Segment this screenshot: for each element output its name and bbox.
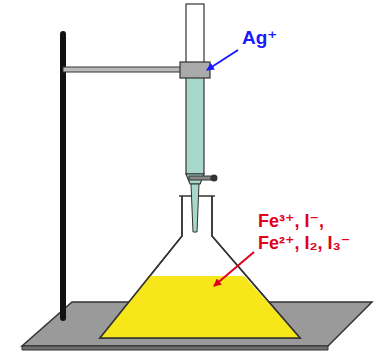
solution-label: Fe³⁺, I⁻, <box>258 212 324 232</box>
solution-label: Fe²⁺, I₂, I₃⁻ <box>258 234 350 254</box>
leader-arrow <box>214 252 254 286</box>
stand-rod <box>60 34 66 318</box>
reagent-label: Ag⁺ <box>242 28 277 49</box>
burette-liquid <box>186 76 204 174</box>
burette-tip <box>191 184 199 232</box>
flask-solution <box>100 276 300 338</box>
base-edge <box>22 346 328 350</box>
clamp-arm <box>63 67 183 72</box>
stopcock <box>189 176 211 180</box>
clamp-block <box>180 62 210 78</box>
stopcock-knob <box>211 175 218 182</box>
leader-arrow <box>207 50 238 70</box>
